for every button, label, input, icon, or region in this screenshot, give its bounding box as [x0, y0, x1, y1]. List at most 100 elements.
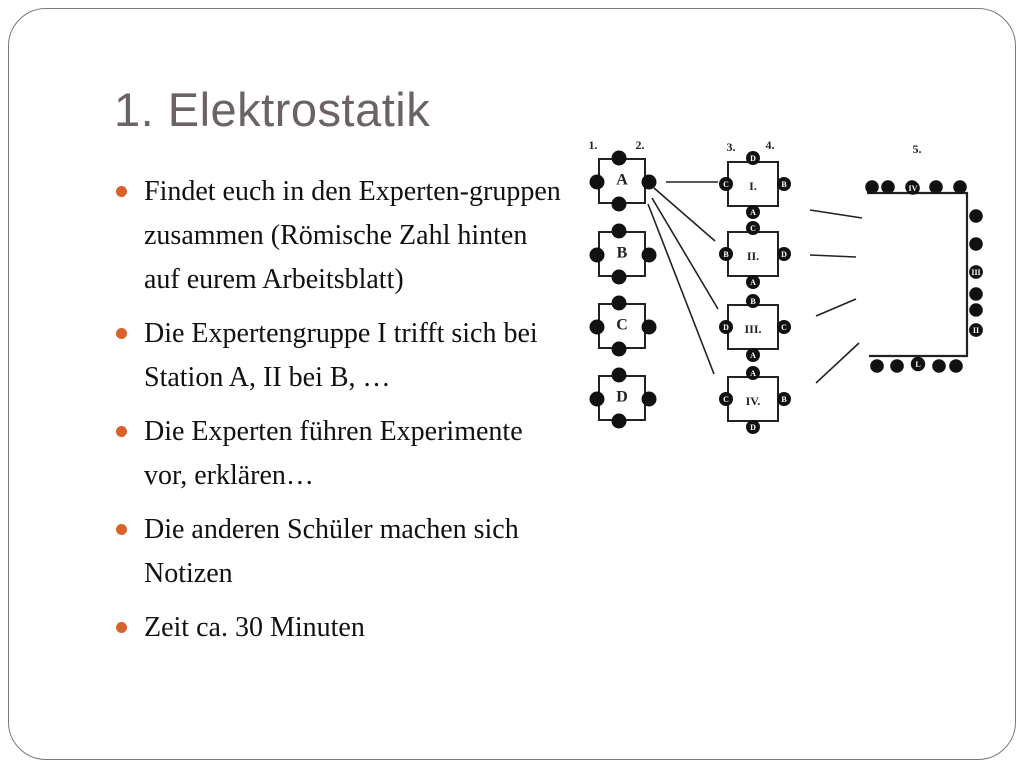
bullet-dot-icon: [116, 622, 127, 633]
expert-group-label: IV.: [746, 394, 761, 408]
connector-line: [815, 342, 860, 384]
student-dot: [969, 237, 983, 251]
expert-group-label: I.: [749, 179, 757, 193]
bullet-item: Findet euch in den Experten-gruppen zusa…: [116, 170, 561, 302]
bullet-text: Die anderen Schüler machen sich Notizen: [144, 514, 519, 589]
student-dot: [969, 287, 983, 301]
station-label: B: [617, 245, 628, 262]
slide-title: 1. Elektrostatik: [114, 83, 431, 136]
step-label: 2.: [636, 138, 645, 152]
bullet-item: Zeit ca. 30 Minuten: [116, 606, 561, 650]
student-dot: [881, 180, 895, 194]
student-dot: [932, 359, 946, 373]
seat-dot: [719, 392, 733, 406]
bullet-dot-icon: [116, 186, 127, 197]
bullet-item: Die Experten führen Experimente vor, erk…: [116, 410, 561, 498]
seat-dot: [746, 294, 760, 308]
connector-line: [647, 203, 715, 375]
seat-label: D: [781, 250, 787, 259]
classroom-wall: [867, 191, 969, 358]
step-label: 5.: [913, 142, 922, 156]
student-dot: [611, 196, 627, 212]
student-dot: [611, 269, 627, 285]
seat-dot: [777, 392, 791, 406]
expert-group-label: II.: [747, 249, 759, 263]
seat-label: IV: [909, 184, 918, 193]
connector-line: [809, 209, 863, 219]
student-dot: [611, 223, 627, 239]
seat-dot: [746, 275, 760, 289]
seat-label: A: [750, 351, 756, 360]
seat-label: D: [750, 423, 756, 432]
seat-dot: [969, 323, 983, 337]
bullet-text: Die Expertengruppe I trifft sich bei Sta…: [144, 318, 538, 393]
student-dot: [611, 341, 627, 357]
station-label: D: [616, 389, 628, 406]
seat-dot: [746, 420, 760, 434]
student-dot: [969, 209, 983, 223]
student-dot: [929, 180, 943, 194]
seat-dot: [969, 265, 983, 279]
student-dot: [589, 319, 605, 335]
seat-label: II: [973, 326, 979, 335]
student-dot: [611, 150, 627, 166]
step-label: 3.: [727, 140, 736, 154]
student-dot: [611, 367, 627, 383]
seat-dot: [777, 177, 791, 191]
seat-dot: [906, 181, 920, 195]
bullet-list: Findet euch in den Experten-gruppen zusa…: [116, 170, 561, 660]
student-dot: [611, 413, 627, 429]
connector-line: [815, 298, 857, 317]
station-label: C: [616, 317, 628, 334]
bullet-text: Zeit ca. 30 Minuten: [144, 612, 365, 643]
slide-frame: [8, 8, 1016, 760]
seat-dot: [746, 151, 760, 165]
seat-dot: [746, 205, 760, 219]
student-dot: [641, 391, 657, 407]
seat-label: B: [750, 297, 756, 306]
connector-line: [651, 197, 719, 310]
seat-dot: [719, 320, 733, 334]
step-label: 1.: [589, 138, 598, 152]
seat-label: B: [781, 180, 787, 189]
seat-label: C: [750, 224, 756, 233]
seat-label: III: [971, 268, 980, 277]
seat-label: C: [723, 180, 729, 189]
seat-dot: [910, 356, 926, 372]
seat-label: A: [750, 369, 756, 378]
bullet-text: Findet euch in den Experten-gruppen zusa…: [144, 176, 561, 295]
connector-line: [653, 187, 716, 242]
seat-dot: [777, 320, 791, 334]
seat-dot: [746, 366, 760, 380]
seat-label: C: [781, 323, 787, 332]
bullet-item: Die Expertengruppe I trifft sich bei Sta…: [116, 312, 561, 400]
station-label: A: [616, 172, 628, 189]
bullet-dot-icon: [116, 524, 127, 535]
seat-label: D: [723, 323, 729, 332]
seat-label: L: [915, 360, 920, 369]
seat-dot: [777, 247, 791, 261]
bullet-dot-icon: [116, 328, 127, 339]
student-dot: [589, 247, 605, 263]
student-dot: [949, 359, 963, 373]
bullet-item: Die anderen Schüler machen sich Notizen: [116, 508, 561, 596]
student-dot: [589, 174, 605, 190]
seat-label: A: [750, 208, 756, 217]
student-dot: [969, 303, 983, 317]
seat-dot: [746, 221, 760, 235]
bullet-dot-icon: [116, 426, 127, 437]
student-dot: [865, 180, 879, 194]
seat-label: C: [723, 395, 729, 404]
expert-group-label: III.: [744, 322, 761, 336]
student-dot: [870, 359, 884, 373]
seat-label: B: [781, 395, 787, 404]
seat-label: B: [723, 250, 729, 259]
seat-label: D: [750, 154, 756, 163]
step-label: 4.: [766, 138, 775, 152]
seat-label: A: [750, 278, 756, 287]
student-dot: [641, 247, 657, 263]
seat-dot: [719, 177, 733, 191]
student-dot: [611, 295, 627, 311]
seat-dot: [719, 247, 733, 261]
